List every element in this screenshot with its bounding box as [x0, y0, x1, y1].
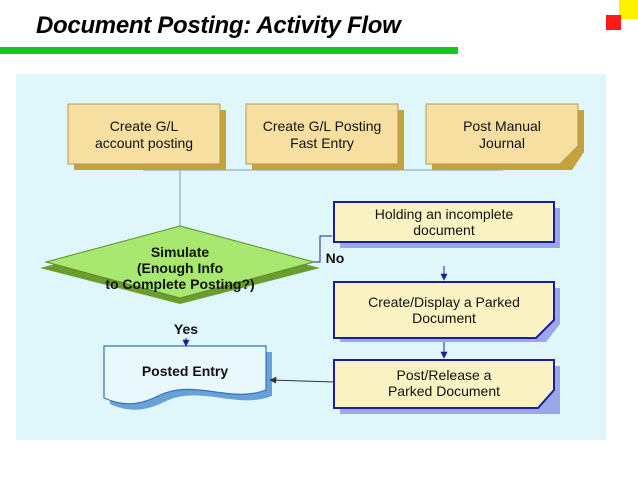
node-create-gl-fast	[245, 103, 404, 170]
node-post-release	[333, 359, 560, 414]
label-posted-entry: Posted Entry	[104, 363, 266, 380]
page-title: Document Posting: Activity Flow	[36, 12, 401, 39]
node-text: Simulate (Enough Info to Complete Postin…	[105, 244, 255, 292]
arrow-no	[314, 235, 332, 263]
node-text: Holding an incomplete document	[374, 206, 514, 238]
node-create-gl	[67, 103, 226, 170]
label-create-display: Create/Display a Parked Document	[334, 294, 554, 326]
node-text: Create G/L Posting Fast Entry	[262, 118, 382, 151]
label-create-gl-fast: Create G/L Posting Fast Entry	[246, 118, 398, 152]
label-create-gl: Create G/L account posting	[68, 118, 220, 152]
node-text: Create/Display a Parked Document	[368, 294, 520, 326]
node-posted-entry	[103, 345, 272, 410]
node-holding	[333, 201, 560, 248]
node-text: Posted Entry	[141, 363, 229, 379]
label-simulate: Simulate (Enough Info to Complete Postin…	[60, 244, 300, 292]
title-underline	[0, 47, 458, 54]
node-text: Post/Release a Parked Document	[387, 367, 501, 399]
arrow-release-to-posted	[269, 376, 335, 384]
node-create-display	[333, 281, 560, 342]
node-text: Post Manual Journal	[463, 118, 541, 151]
edge-label-yes: Yes	[173, 321, 199, 337]
label-holding: Holding an incomplete document	[334, 206, 554, 238]
node-post-manual	[425, 103, 584, 170]
node-text: Create G/L account posting	[94, 118, 194, 151]
label-post-manual: Post Manual Journal	[426, 118, 578, 152]
decor-square-red	[606, 15, 621, 30]
edge-label-no: No	[325, 250, 345, 266]
label-post-release: Post/Release a Parked Document	[334, 367, 554, 399]
node-simulate	[40, 225, 320, 304]
decor-square-yellow	[619, 0, 638, 19]
